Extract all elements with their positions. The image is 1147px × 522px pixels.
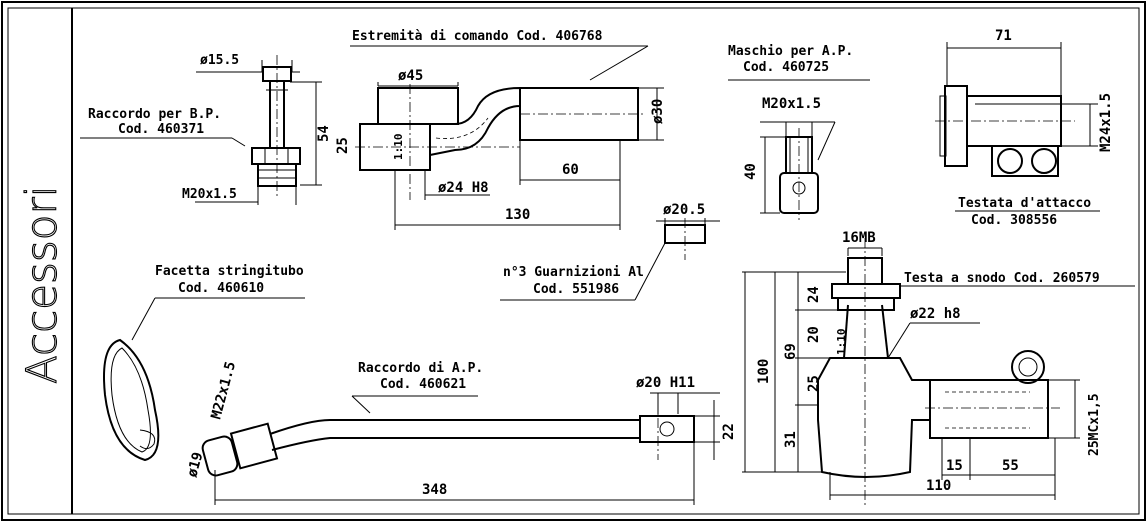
snodo-title: Testa a snodo Cod. 260579 [904, 271, 1100, 286]
maschio-h40: 40 [743, 163, 759, 180]
raccordo-bp-label-2: Cod. 460371 [118, 122, 204, 137]
raccordo-ap-label-1: Raccordo di A.P. [358, 361, 483, 376]
snodo-d31: 31 [783, 431, 799, 448]
snodo-dia22: ø22 h8 [910, 306, 961, 322]
snodo-hex: 16MB [842, 230, 876, 246]
facetta-label-1: Facetta stringitubo [155, 264, 304, 279]
raccordo-ap-label-2: Cod. 460621 [380, 377, 466, 392]
raccordo-ap-dia20: ø20 H11 [636, 375, 695, 391]
testata-part [935, 42, 1100, 212]
guarnizioni-part [500, 218, 720, 301]
guarnizioni-dia: ø20.5 [663, 202, 705, 218]
facetta-label-2: Cod. 460610 [178, 281, 264, 296]
sheet-inner-border [7, 7, 1140, 515]
raccordo-ap-part [201, 392, 720, 505]
raccordo-ap-thread: M22x1.5 [208, 360, 239, 421]
estremita-l60: 60 [562, 162, 579, 178]
raccordo-bp-thread: M20x1.5 [182, 187, 237, 202]
estremita-l130: 130 [505, 207, 530, 223]
snodo-d20: 20 [806, 326, 822, 343]
maschio-thread: M20x1.5 [762, 96, 821, 112]
snodo-d69: 69 [783, 343, 799, 360]
raccordo-bp-part [80, 55, 322, 205]
maschio-label-2: Cod. 460725 [743, 60, 829, 75]
estremita-taper: 1:10 [392, 134, 405, 161]
testa-snodo-part [742, 238, 1135, 505]
estremita-part [350, 45, 664, 230]
testata-label-1: Testata d'attacco [958, 196, 1091, 211]
snodo-d24: 24 [806, 286, 822, 303]
estremita-dia24: ø24 H8 [438, 180, 489, 196]
raccordo-bp-label-1: Raccordo per B.P. [88, 107, 221, 122]
raccordo-bp-dia-top: ø15.5 [200, 53, 239, 68]
estremita-dia45: ø45 [398, 68, 423, 84]
raccordo-bp-h: 25 [335, 137, 351, 154]
snodo-d100: 100 [756, 359, 772, 384]
raccordo-bp-len: 54 [316, 125, 332, 142]
maschio-part [728, 79, 870, 220]
testata-label-2: Cod. 308556 [971, 213, 1057, 228]
sidebar-title: Accessori [17, 186, 66, 384]
guarnizioni-label-2: Cod. 551986 [533, 282, 619, 297]
maschio-label-1: Maschio per A.P. [728, 44, 853, 59]
guarnizioni-label-1: n°3 Guarnizioni Al [503, 265, 644, 280]
snodo-thread: 25MCx1,5 [1087, 393, 1102, 456]
raccordo-ap-l348: 348 [422, 482, 447, 498]
snodo-d55: 55 [1002, 458, 1019, 474]
snodo-d110: 110 [926, 478, 951, 494]
snodo-d15: 15 [946, 458, 963, 474]
testata-w71: 71 [995, 28, 1012, 44]
snodo-taper: 1:10 [835, 329, 848, 356]
estremita-dia30: ø30 [650, 99, 666, 124]
testata-thread: M24x1.5 [1098, 93, 1114, 152]
raccordo-ap-h22: 22 [721, 423, 737, 440]
raccordo-ap-dia19: ø19 [184, 450, 206, 479]
estremita-title: Estremità di comando Cod. 406768 [352, 29, 603, 44]
facetta-part [103, 297, 305, 462]
snodo-d25: 25 [806, 375, 822, 392]
